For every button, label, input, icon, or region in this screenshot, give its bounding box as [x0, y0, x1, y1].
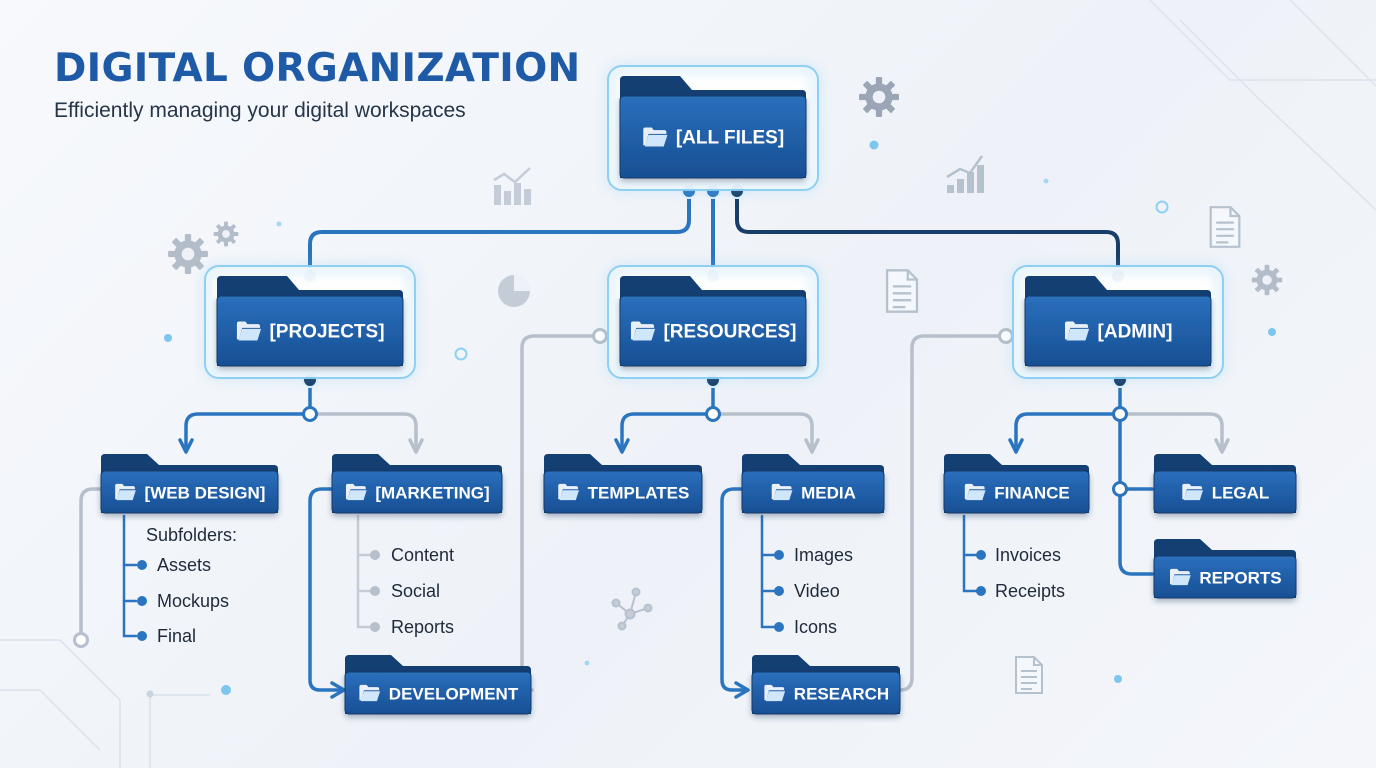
gear-icon: [168, 234, 208, 274]
folder-web-design[interactable]: [WEB DESIGN]: [100, 454, 279, 514]
folder-icon: [643, 127, 668, 147]
folder-icon: [236, 321, 262, 341]
folder-projects[interactable]: [PROJECTS]: [204, 265, 416, 379]
finance-subfolder-list: Invoices Receipts: [995, 545, 1065, 601]
folder-label: [ALL FILES]: [676, 128, 784, 149]
web-design-subfolder-list: Subfolders: Assets Mockups Final: [146, 525, 237, 646]
marketing-subfolder-list: Content Social Reports: [391, 545, 454, 637]
folder-legal[interactable]: LEGAL: [1153, 454, 1297, 514]
folder-label: [WEB DESIGN]: [145, 484, 266, 503]
gear-icon: [213, 221, 239, 247]
list-item: Mockups: [157, 591, 229, 611]
folder-label: TEMPLATES: [588, 484, 690, 503]
folder-admin[interactable]: [ADMIN]: [1012, 265, 1224, 379]
folder-icon: [630, 321, 656, 341]
folder-icon: [115, 483, 136, 501]
list-item: Receipts: [995, 581, 1065, 601]
chart-icon: [493, 167, 531, 205]
folder-icon: [771, 483, 793, 501]
folder-front: [1153, 555, 1297, 599]
folder-front: [1024, 295, 1212, 367]
list-item: Icons: [794, 617, 837, 637]
list-item: Video: [794, 581, 840, 601]
list-heading: Subfolders:: [146, 525, 237, 545]
list-item: Content: [391, 545, 454, 565]
gear-icon: [859, 77, 899, 117]
media-subfolder-list: Images Video Icons: [794, 545, 853, 637]
folder-front: [344, 671, 532, 715]
folder-front: [751, 671, 901, 715]
folder-icon: [359, 684, 381, 702]
document-icon: [1015, 656, 1043, 694]
document-icon: [885, 269, 919, 313]
folder-media[interactable]: MEDIA: [741, 454, 885, 514]
folder-front: [543, 470, 703, 514]
list-bullets: [137, 550, 986, 641]
folder-label: [MARKETING]: [375, 484, 489, 503]
list-item: Images: [794, 545, 853, 565]
folder-label: [ADMIN]: [1098, 322, 1173, 343]
folder-front: [943, 470, 1090, 514]
folder-front: [1153, 470, 1297, 514]
pie-chart-icon: [498, 275, 530, 307]
folder-label: MEDIA: [801, 484, 856, 503]
chart-icon: [946, 155, 984, 193]
folder-templates[interactable]: TEMPLATES: [543, 454, 703, 514]
list-item: Social: [391, 581, 440, 601]
folder-label: DEVELOPMENT: [389, 685, 519, 704]
folder-icon: [764, 684, 786, 702]
folder-reports[interactable]: REPORTS: [1153, 539, 1297, 599]
folder-label: REPORTS: [1199, 569, 1281, 588]
folder-icon: [1182, 483, 1203, 501]
folder-icon: [964, 483, 986, 501]
page-subtitle: Efficiently managing your digital worksp…: [54, 99, 466, 122]
folder-all-files[interactable]: [ALL FILES]: [607, 65, 819, 191]
list-item: Reports: [391, 617, 454, 637]
folder-label: [RESOURCES]: [663, 322, 796, 343]
folder-front: [216, 295, 404, 367]
folder-research[interactable]: RESEARCH: [751, 655, 901, 715]
title-block: DIGITAL ORGANIZATION Efficiently managin…: [54, 46, 580, 123]
folder-icon: [558, 483, 579, 501]
folder-icon: [1170, 568, 1191, 586]
decor-dots: [146, 140, 1276, 698]
folder-icon: [1064, 321, 1090, 341]
folder-front: [619, 95, 807, 179]
folder-front: [741, 470, 885, 514]
gear-icon: [1251, 264, 1283, 296]
folder-label: FINANCE: [994, 484, 1070, 503]
folder-icon: [345, 483, 367, 501]
network-icon: [611, 587, 653, 631]
document-icon: [1209, 206, 1241, 248]
folder-finance[interactable]: FINANCE: [943, 454, 1090, 514]
folder-development[interactable]: DEVELOPMENT: [344, 655, 532, 715]
folders-layer: [ALL FILES] [PROJECTS] [RESOURCES] [ADMIN] […: [100, 65, 1297, 715]
list-item: Assets: [157, 555, 211, 575]
page-title: DIGITAL ORGANIZATION: [54, 46, 581, 91]
folder-front: [100, 470, 279, 514]
folder-label: RESEARCH: [794, 685, 889, 704]
list-item: Final: [157, 626, 196, 646]
folder-front: [619, 295, 807, 367]
folder-front: [331, 470, 503, 514]
folder-label: LEGAL: [1212, 484, 1270, 503]
list-item: Invoices: [995, 545, 1061, 565]
folder-label: [PROJECTS]: [269, 322, 384, 343]
folder-marketing[interactable]: [MARKETING]: [331, 454, 503, 514]
folder-resources[interactable]: [RESOURCES]: [607, 265, 819, 379]
